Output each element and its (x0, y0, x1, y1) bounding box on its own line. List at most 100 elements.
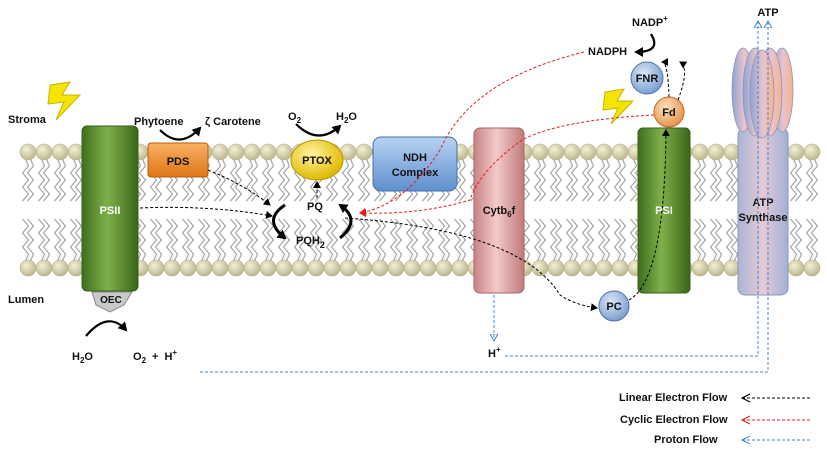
lipid-tail (341, 218, 350, 262)
lipid-head (259, 259, 277, 277)
lipid-head (547, 259, 565, 277)
lipid-head (451, 259, 469, 277)
lipid-head (611, 259, 629, 277)
fnr-protein: FNR (630, 61, 664, 95)
lipid-tail (53, 218, 62, 262)
cytb6f-label: Cytb6f (483, 205, 516, 219)
lipid-head (243, 143, 261, 161)
lipid-tail (362, 158, 371, 202)
lipid-tail (549, 158, 558, 202)
lipid-tail (69, 158, 78, 202)
legend-label-proton: Proton Flow (654, 434, 718, 446)
lipid-head (227, 143, 245, 161)
lipid-tail (629, 218, 638, 262)
lipid-head (787, 143, 805, 161)
atp-synthase-label-line2: Synthase (739, 212, 788, 224)
h2o-bottom-label: H2O (72, 351, 93, 365)
lipid-head (195, 259, 213, 277)
lipid-head (339, 259, 357, 277)
lipid-tail (373, 218, 382, 262)
lipid-tail (554, 218, 563, 262)
lightning-icon (47, 81, 82, 121)
lipid-tail (58, 158, 67, 202)
lipid-tail (282, 158, 291, 202)
lipid-tail (714, 158, 723, 202)
lipid-tail (277, 218, 286, 262)
lipid-tail (405, 218, 414, 262)
ndh-complex: NDH Complex (372, 136, 458, 192)
lipid-tail (250, 218, 259, 262)
phytoene-arrow (159, 126, 202, 141)
lipid-tail (309, 218, 318, 262)
lipid-head (595, 259, 613, 277)
lipid-tail (394, 218, 403, 262)
lipid-tail (26, 218, 35, 262)
lipid-tail (341, 158, 350, 202)
pqh2-label: PQH2 (296, 235, 325, 250)
lipid-tail (693, 158, 702, 202)
atp-synthase: ATP Synthase (731, 47, 794, 296)
lipid-head (803, 259, 821, 277)
lipid-head (563, 259, 581, 277)
lipid-head (387, 259, 405, 277)
lipid-tail (346, 218, 355, 262)
lipid-tail (218, 218, 227, 262)
lipid-tail (810, 218, 819, 262)
lipid-tail (586, 158, 595, 202)
lipid-tail (133, 218, 142, 262)
lipid-tail (37, 218, 46, 262)
lipid-tail (442, 218, 451, 262)
cyclic-electron-flow (359, 51, 655, 218)
lipid-tail (538, 218, 547, 262)
lipid-head (691, 259, 709, 277)
lipid-head (403, 259, 421, 277)
lipid-head (51, 143, 69, 161)
lipid-tail (602, 218, 611, 262)
fd-label: Fd (662, 107, 675, 119)
lipid-tail (261, 218, 270, 262)
lipid-tail (58, 218, 67, 262)
lipid-head (259, 143, 277, 161)
lipid-tail (453, 158, 462, 202)
lipid-tail (325, 218, 334, 262)
lipid-tail (554, 158, 563, 202)
lipid-tail (186, 218, 195, 262)
nadph-label: NADPH (588, 46, 627, 58)
lipid-tail (618, 218, 627, 262)
lipid-tail (805, 218, 814, 262)
ptox-arrow (295, 123, 342, 137)
lipid-tail (234, 158, 243, 202)
water-split-arrow (85, 320, 128, 337)
psii-complex: PSII (81, 125, 139, 292)
o2-h-bottom-label: O2+H+ (133, 348, 177, 365)
lipid-tail (293, 218, 302, 262)
lipid-tail (693, 218, 702, 262)
lipid-tail (533, 218, 542, 262)
lipid-head (579, 259, 597, 277)
lipid-head (355, 143, 373, 161)
lipid-tail (581, 218, 590, 262)
lipid-tail (149, 218, 158, 262)
lipid-tail (437, 218, 446, 262)
nadp-label: NADP+ (632, 14, 668, 29)
lipid-tail (613, 158, 622, 202)
lipid-tail (618, 158, 627, 202)
lipid-tail (330, 218, 339, 262)
lipid-head (547, 143, 565, 161)
lipid-tail (234, 218, 243, 262)
lipid-tail (314, 218, 323, 262)
nadp-reduction-arrow (634, 33, 656, 57)
lipid-head (691, 143, 709, 161)
lipid-head (563, 143, 581, 161)
proton-flow (200, 22, 768, 373)
phytoene-label: Phytoene (134, 116, 184, 128)
lipid-tail (346, 158, 355, 202)
lipid-head (51, 259, 69, 277)
lipid-tail (266, 158, 275, 202)
o2-top-label: O2 (288, 111, 302, 125)
lipid-head (307, 259, 325, 277)
lipid-head (419, 259, 437, 277)
h2o-top-label: H2O (336, 111, 357, 125)
lipid-tail (229, 218, 238, 262)
lightning-icon (602, 88, 635, 125)
